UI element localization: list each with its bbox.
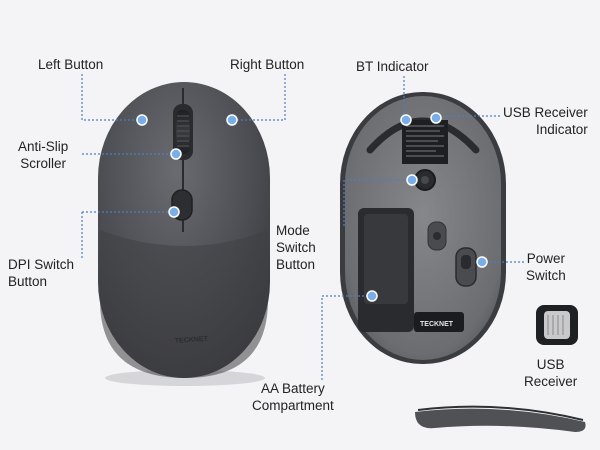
callout-dots xyxy=(136,112,488,302)
mouse-lower-body xyxy=(100,230,268,378)
mouse-top-view: TECKNET xyxy=(98,82,270,386)
callout-lines xyxy=(81,74,524,380)
label-usb-receiver: USB Receiver xyxy=(524,357,578,389)
label-usb-receiver-indicator: USB Receiver Indicator xyxy=(503,105,588,137)
label-anti-slip-scroller: Anti-Slip Scroller xyxy=(18,139,69,171)
label-power-switch: Power Switch xyxy=(526,251,566,283)
label-right-button: Right Button xyxy=(230,57,305,72)
receiver-slot xyxy=(414,312,464,332)
label-left-button: Left Button xyxy=(38,57,104,72)
mouse-bottom-view: TECKNET xyxy=(340,92,506,364)
label-dpi-switch-button: DPI Switch Button xyxy=(8,257,75,289)
label-bt-indicator: BT Indicator xyxy=(356,59,429,74)
label-mode-switch-button: Mode Switch Button xyxy=(276,223,316,272)
bottom-logo-text: TECKNET xyxy=(420,321,454,328)
top-logo-text: TECKNET xyxy=(175,336,209,345)
usb-receiver-image xyxy=(536,305,578,345)
battery-cover xyxy=(415,408,586,432)
spec-label xyxy=(402,120,448,164)
label-aa-battery-compartment: AA Battery Compartment xyxy=(252,381,334,413)
